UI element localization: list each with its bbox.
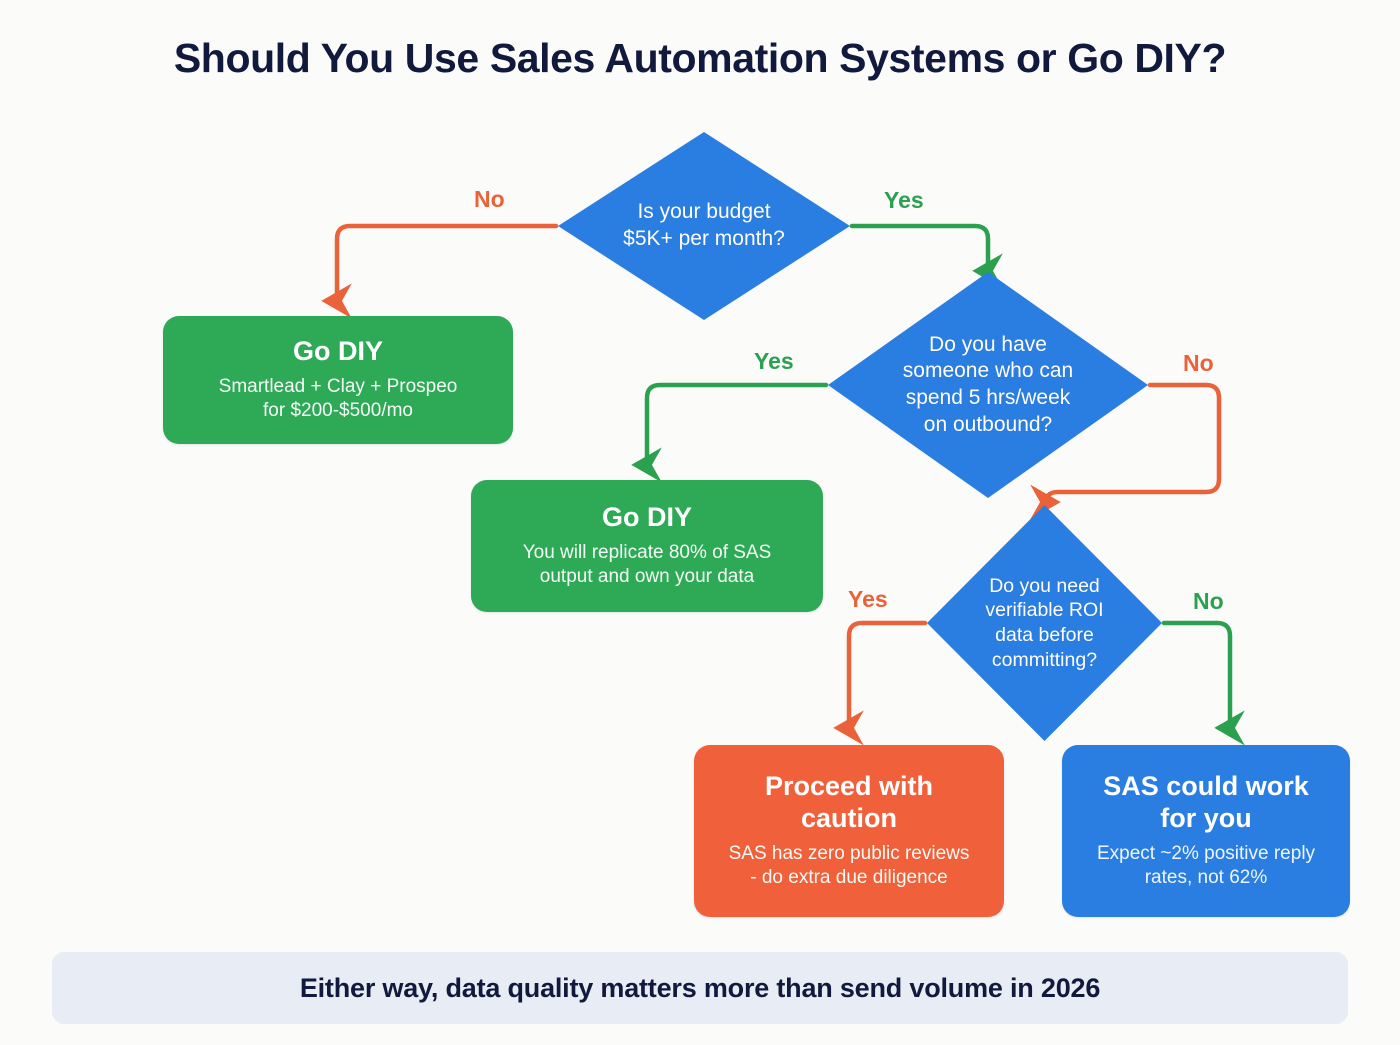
edge-label-capacity-no: No: [1183, 350, 1214, 376]
edge-budget-yes: [849, 223, 1003, 289]
footer-text: Either way, data quality matters more th…: [299, 972, 1101, 1003]
edge-label-roi-no: No: [1193, 588, 1224, 614]
result-subtitle: SAS has zero public reviews- do extra du…: [728, 842, 970, 889]
decision-node-budget[interactable]: Is your budget$5K+ per month?: [556, 130, 852, 322]
edge-label-budget-yes: Yes: [884, 187, 924, 213]
diamond-shape: [558, 132, 850, 320]
page-title: Should You Use Sales Automation Systems …: [173, 35, 1227, 81]
diamond-shape: [927, 505, 1162, 741]
edge-capacity-yes: [631, 382, 829, 483]
edge-roi-no: [1161, 620, 1245, 746]
decision-budget-text: Is your budget$5K+ per month?: [623, 200, 785, 250]
edge-label-roi-yes: Yes: [848, 586, 888, 612]
edge-roi-yes: [833, 620, 928, 746]
edge-label-budget-no: No: [474, 186, 505, 212]
edge-budget-no: [321, 223, 559, 319]
footer-banner: Either way, data quality matters more th…: [52, 952, 1348, 1024]
result-title: Go DIY: [292, 335, 383, 366]
result-title: Go DIY: [601, 501, 692, 532]
edge-label-capacity-yes: Yes: [754, 348, 794, 374]
